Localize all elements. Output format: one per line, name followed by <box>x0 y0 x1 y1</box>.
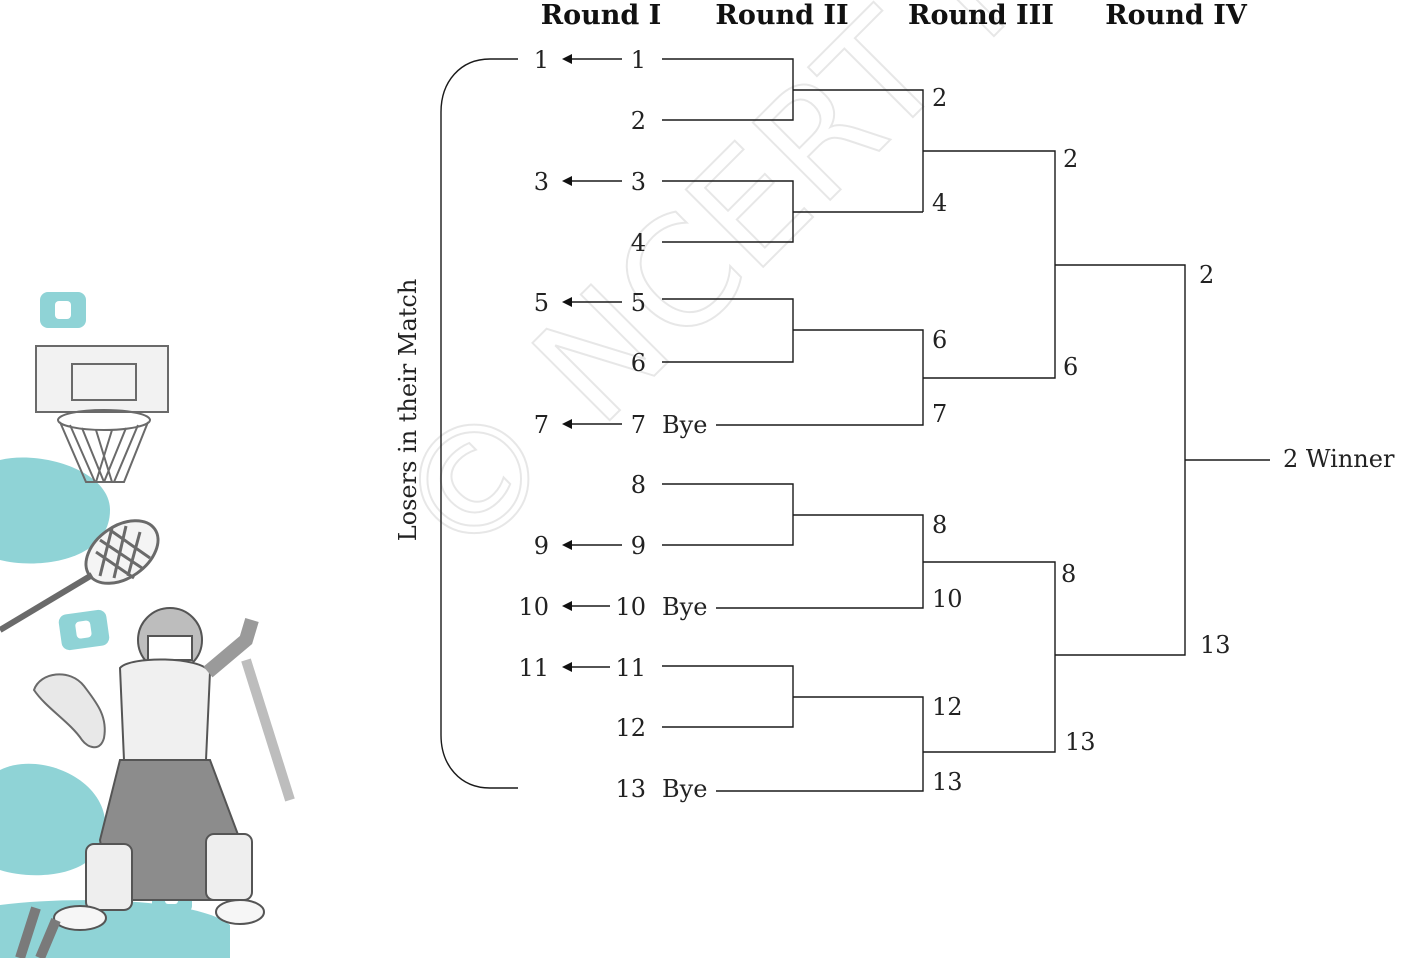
loser-label: 10 <box>518 593 549 621</box>
loser-label: 1 <box>534 46 549 74</box>
team-label: 9 <box>631 532 646 560</box>
team-label: 2 <box>631 107 646 135</box>
match-line <box>923 561 1056 753</box>
basketball-hoop-icon <box>35 345 169 483</box>
arrow-head-icon <box>562 601 572 611</box>
teal-blob-top <box>0 457 110 564</box>
team-label: 3 <box>631 168 646 196</box>
arrow-head-icon <box>562 662 572 672</box>
round3-team: 2 <box>932 84 947 112</box>
round4-team: 2 <box>1063 145 1078 173</box>
loser-label: 7 <box>534 411 549 439</box>
loser-label: 11 <box>518 654 549 682</box>
losers-label: Losers in their Match <box>394 279 422 542</box>
final-team: 13 <box>1200 631 1231 659</box>
round4-entries: 2 6 8 13 <box>1061 145 1096 756</box>
header-round-3: Round III <box>908 0 1054 31</box>
stumps-icon <box>15 906 61 958</box>
team-label: 7 <box>631 411 646 439</box>
losers-column: 1 3 5 7 9 10 11 <box>518 46 549 682</box>
winner-label: 2 Winner <box>1283 445 1395 473</box>
sports-illustration <box>0 292 295 958</box>
round3-team: 4 <box>932 189 947 217</box>
loser-label: 3 <box>534 168 549 196</box>
team-label: 13 <box>615 775 646 803</box>
round3-team: 7 <box>932 400 947 428</box>
team-label: 1 <box>631 46 646 74</box>
round4-team: 8 <box>1061 560 1076 588</box>
round1-teams: 1 2 3 4 5 6 7 8 9 10 11 12 13 <box>615 46 646 803</box>
losers-bracket: Losers in their Match <box>394 58 518 789</box>
bracket-lines <box>662 58 1270 792</box>
round3-team: 6 <box>932 326 947 354</box>
match-line <box>662 180 923 243</box>
arrow-head-icon <box>562 540 572 550</box>
racket-icon <box>0 519 160 633</box>
match-line <box>662 298 924 426</box>
round3-team: 10 <box>932 585 963 613</box>
header-round-2: Round II <box>715 0 848 31</box>
bye-label: Bye <box>662 775 707 803</box>
arrow-head-icon <box>562 54 572 64</box>
team-label: 12 <box>615 714 646 742</box>
match-line <box>662 665 924 792</box>
round3-entries: 2 4 6 7 8 10 12 13 <box>932 84 963 796</box>
teal-blob-mid <box>0 763 106 876</box>
arrow-head-icon <box>562 297 572 307</box>
header-round-4: Round IV <box>1105 0 1248 31</box>
loser-arrows <box>562 54 622 672</box>
shoe-icon <box>32 673 106 749</box>
round4-team: 13 <box>1065 728 1096 756</box>
match-line <box>1055 264 1186 656</box>
round-headers: Round I Round II Round III Round IV <box>541 0 1248 31</box>
loser-label: 5 <box>534 289 549 317</box>
team-label: 5 <box>631 289 646 317</box>
bye-label: Bye <box>662 593 707 621</box>
round3-team: 12 <box>932 693 963 721</box>
round4-team: 6 <box>1063 353 1078 381</box>
round3-team: 8 <box>932 511 947 539</box>
bye-label: Bye <box>662 411 707 439</box>
arrow-head-icon <box>562 176 572 186</box>
match-line <box>662 483 924 609</box>
header-round-1: Round I <box>541 0 662 31</box>
arrow-head-icon <box>562 419 572 429</box>
cricketer-figure <box>53 607 295 931</box>
losers-brace <box>440 58 518 789</box>
team-label: 6 <box>631 349 646 377</box>
team-label: 11 <box>615 654 646 682</box>
final-entries: 2 13 <box>1199 261 1231 659</box>
loser-label: 9 <box>534 532 549 560</box>
team-label: 8 <box>631 471 646 499</box>
round3-team: 13 <box>932 768 963 796</box>
final-team: 2 <box>1199 261 1214 289</box>
match-line <box>662 58 924 212</box>
bye-labels: Bye Bye Bye <box>662 411 707 803</box>
team-label: 4 <box>631 229 646 257</box>
team-label: 10 <box>615 593 646 621</box>
